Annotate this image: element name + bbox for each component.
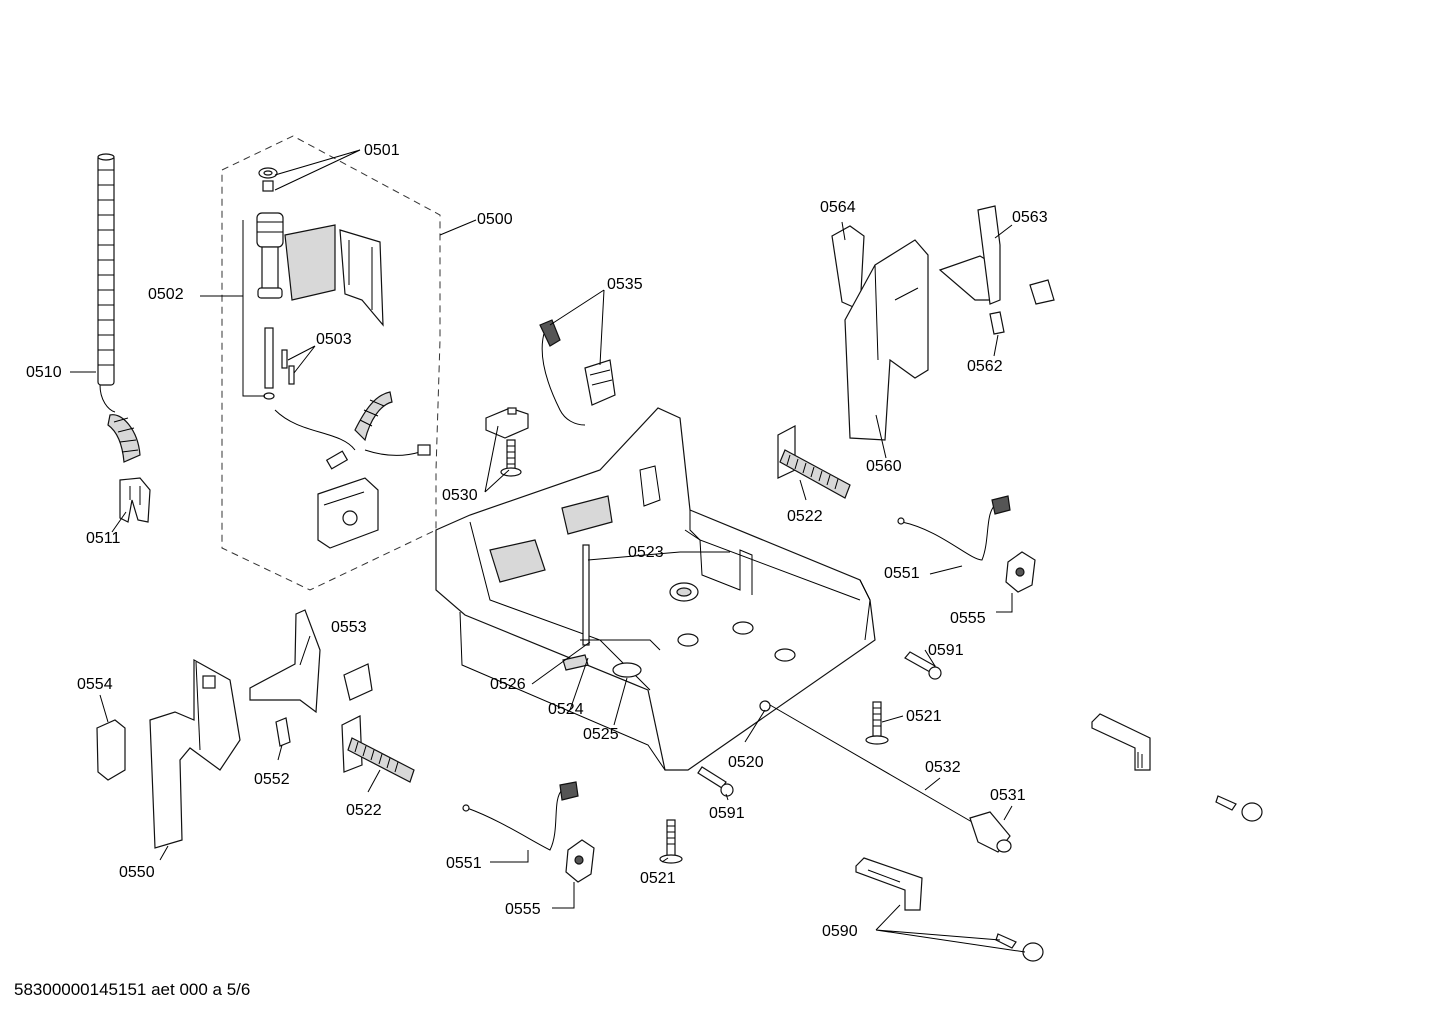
label-0562: 0562 <box>967 358 1003 375</box>
heating-element-upper <box>777 425 851 499</box>
mounting-bracket <box>317 477 379 549</box>
adjusting-rod <box>769 704 1012 853</box>
corrugated-drain-hose <box>97 153 141 463</box>
screw-and-cap-lower <box>995 933 1044 962</box>
side-bracket-set-right <box>831 205 1055 441</box>
label-0510: 0510 <box>26 364 62 381</box>
hose-clip <box>119 477 151 523</box>
plinth-bracket-center <box>855 857 923 911</box>
label-0560: 0560 <box>866 458 902 475</box>
label-0564: 0564 <box>820 199 856 216</box>
label-0502: 0502 <box>148 286 184 303</box>
label-0550: 0550 <box>119 864 155 881</box>
label-0525: 0525 <box>583 726 619 743</box>
label-0524: 0524 <box>548 701 584 718</box>
label-0523: 0523 <box>628 544 664 561</box>
label-0555-lower: 0555 <box>505 901 541 918</box>
label-0551-upper: 0551 <box>884 565 920 582</box>
label-0590: 0590 <box>822 923 858 940</box>
foot-screw-0521-upper <box>865 701 889 745</box>
leader-lines <box>70 149 1026 953</box>
label-0553: 0553 <box>331 619 367 636</box>
label-0531: 0531 <box>990 787 1026 804</box>
label-0591-upper: 0591 <box>928 642 964 659</box>
side-bracket-set-left <box>96 609 373 849</box>
label-0563: 0563 <box>1012 209 1048 226</box>
screw-0591-lower <box>697 766 734 797</box>
wiring-harness <box>539 319 616 426</box>
sensor-cable-left <box>462 781 579 851</box>
sensor-cable-right <box>897 495 1011 561</box>
block-and-screw <box>485 407 529 477</box>
spiral-hose <box>274 391 431 470</box>
plinth-bracket-right <box>1091 713 1151 771</box>
drawing-reference-footer: 58300000145151 aet 000 a 5/6 <box>14 980 251 999</box>
sensor-housing-left <box>565 839 595 883</box>
label-0500: 0500 <box>477 211 513 228</box>
label-0552: 0552 <box>254 771 290 788</box>
screw-and-cap-right <box>1215 795 1263 822</box>
valve-small-parts <box>281 349 295 385</box>
label-0535: 0535 <box>607 276 643 293</box>
label-0526: 0526 <box>490 676 526 693</box>
label-0503: 0503 <box>316 331 352 348</box>
label-0520: 0520 <box>728 754 764 771</box>
assembly-0500-outline <box>221 135 441 591</box>
base-tub <box>435 407 876 771</box>
label-0591-lower: 0591 <box>709 805 745 822</box>
label-0521-upper: 0521 <box>906 708 942 725</box>
foot-screw-0521-lower <box>659 819 683 864</box>
label-0532: 0532 <box>925 759 961 776</box>
label-0551-lower: 0551 <box>446 855 482 872</box>
label-0501: 0501 <box>364 142 400 159</box>
sensor-housing-right <box>1005 551 1036 593</box>
label-0522-lower: 0522 <box>346 802 382 819</box>
label-0522-upper: 0522 <box>787 508 823 525</box>
label-0554: 0554 <box>77 676 113 693</box>
label-0511: 0511 <box>86 530 121 547</box>
label-0530: 0530 <box>442 487 478 504</box>
heating-element-lower <box>341 715 415 783</box>
inlet-valve-assembly <box>256 167 384 400</box>
label-0521-lower: 0521 <box>640 870 676 887</box>
label-0555-upper: 0555 <box>950 610 986 627</box>
